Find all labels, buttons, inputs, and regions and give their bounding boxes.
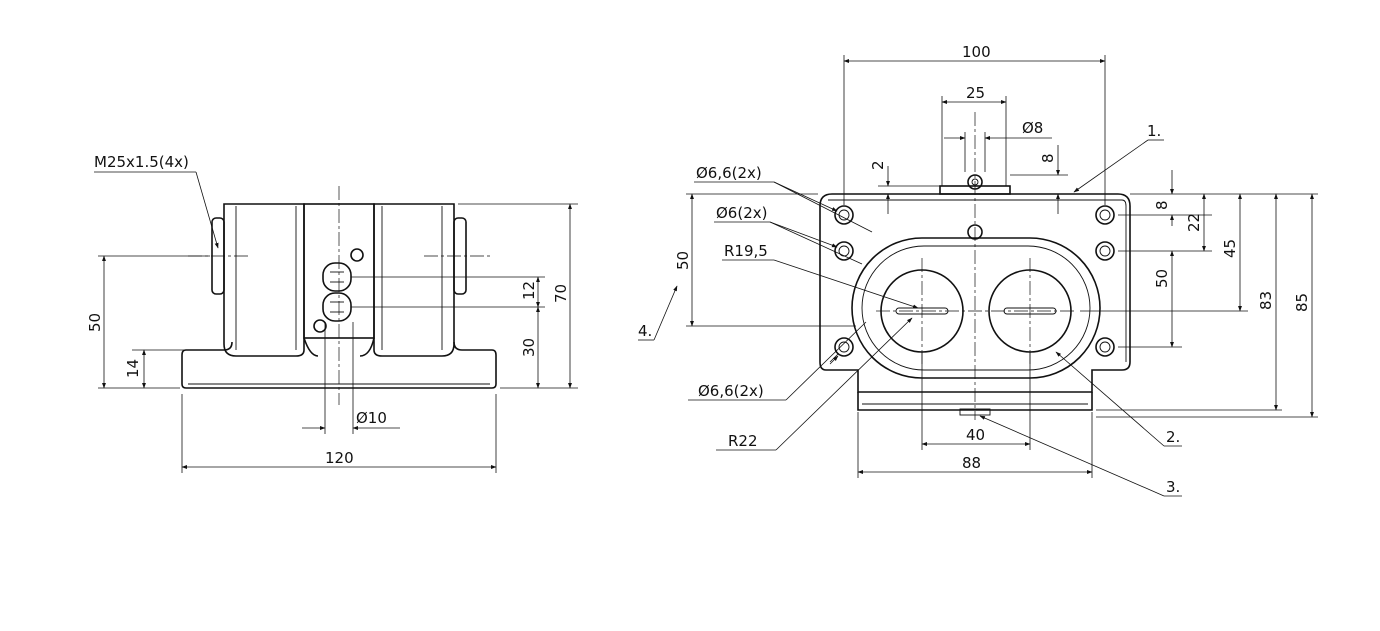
hole-mr — [1095, 241, 1115, 261]
dim-left-50: 50 — [674, 251, 692, 270]
front-view: 100 25 Ø8 2 8 Ø6,6(2x) Ø6(2x) — [638, 43, 1318, 497]
hole-tl — [834, 205, 854, 225]
dim-spacing-label: 12 — [520, 281, 538, 300]
dim-right-85: 85 — [1293, 293, 1311, 312]
upper-hole — [322, 262, 352, 292]
dim-step-2: 2 — [869, 160, 887, 170]
left-housing — [223, 203, 305, 357]
callout-3: 3. — [1166, 478, 1180, 496]
stadium-inner — [861, 245, 1091, 371]
base-flange — [181, 341, 497, 389]
callout-2: 2. — [1166, 428, 1180, 446]
callout-4: 4. — [638, 322, 652, 340]
dim-bore-label: Ø10 — [356, 409, 387, 427]
dim-right-83: 83 — [1257, 291, 1275, 310]
thread-note: M25x1.5(4x) — [94, 153, 189, 171]
dim-pin-diameter: Ø8 — [1022, 119, 1043, 137]
dim-bottom-40: 40 — [966, 426, 985, 444]
dim-step-8-top: 8 — [1039, 153, 1057, 163]
dim-bottom-88: 88 — [962, 454, 981, 472]
hole-bl — [834, 337, 854, 357]
callout-1: 1. — [1147, 122, 1161, 140]
lower-hole — [322, 292, 352, 322]
small-pin-bottom — [313, 319, 327, 333]
hole-tr — [1095, 205, 1115, 225]
dim-right-45: 45 — [1221, 239, 1239, 258]
hole-note-top: Ø6,6(2x) — [696, 164, 762, 182]
dim-base-label: 14 — [124, 359, 142, 378]
dim-right-22: 22 — [1185, 213, 1203, 232]
radius-inner-note: R19,5 — [724, 242, 768, 260]
lower-body — [857, 392, 1093, 411]
dim-width-label: 120 — [325, 449, 354, 467]
dim-offset-label: 30 — [520, 338, 538, 357]
center-block — [303, 203, 375, 339]
radius-outer-note: R22 — [728, 432, 758, 450]
dim-right-50: 50 — [1153, 269, 1171, 288]
right-housing — [373, 203, 455, 357]
stadium-outer — [851, 237, 1101, 379]
hole-note-bottom: Ø6,6(2x) — [698, 382, 764, 400]
dim-top-spacing: 25 — [966, 84, 985, 102]
side-view: 120 70 12 30 50 14 Ø10 M25x1.5(4x) — [86, 153, 578, 473]
small-pin-top — [350, 248, 364, 262]
hole-br — [1095, 337, 1115, 357]
dim-axis-label: 50 — [86, 313, 104, 332]
dim-right-8: 8 — [1153, 200, 1171, 210]
dim-height-label: 70 — [552, 284, 570, 303]
dim-top-width: 100 — [962, 43, 991, 61]
hole-ml — [834, 241, 854, 261]
hole-note-mid: Ø6(2x) — [716, 204, 767, 222]
